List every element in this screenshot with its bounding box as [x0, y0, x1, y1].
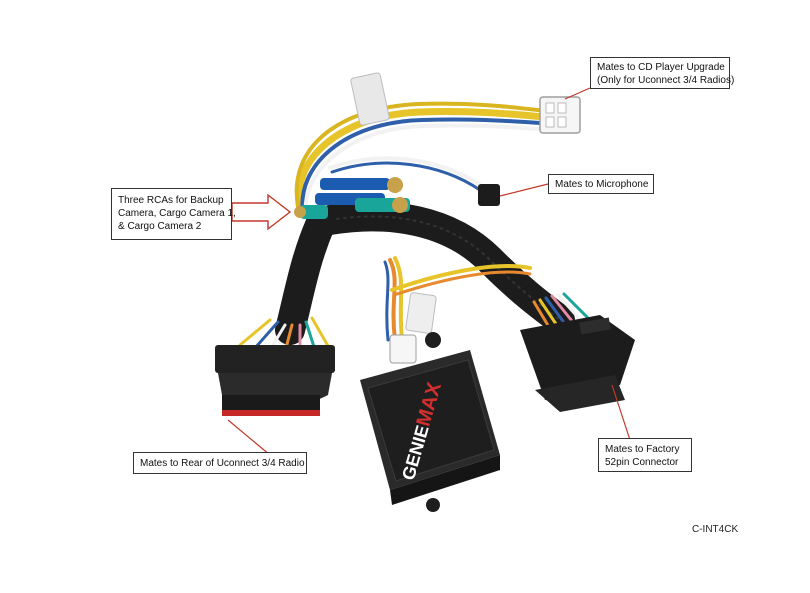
callout-rcas: Three RCAs for Backup Camera, Cargo Came…: [111, 188, 236, 240]
callout-line-factory: [611, 384, 631, 441]
callout-rcas-line1: Three RCAs for Backup: [118, 195, 224, 206]
callout-line-cd: [564, 87, 591, 100]
radio-cable: [275, 210, 335, 345]
callout-microphone: Mates to Microphone: [548, 174, 654, 194]
callout-rear-radio: Mates to Rear of Uconnect 3/4 Radio: [133, 452, 307, 474]
callout-factory-line2: 52pin Connector: [605, 457, 679, 468]
callout-factory: Mates to Factory 52pin Connector: [598, 438, 692, 472]
factory-52pin-connector: [520, 315, 635, 412]
part-number: C-INT4CK: [692, 524, 739, 535]
factory-fanout-wires: [532, 292, 594, 334]
callout-microphone-line1: Mates to Microphone: [555, 179, 649, 190]
cd-label-tag: [350, 72, 390, 126]
rca-arrow-icon: [231, 193, 292, 231]
callout-line-rear-radio: [227, 419, 271, 456]
callout-rcas-line2: Camera, Cargo Camera 1,: [118, 208, 236, 219]
module-connector: [389, 334, 417, 364]
callout-cd-player: Mates to CD Player Upgrade (Only for Uco…: [590, 57, 735, 89]
callout-rear-radio-line1: Mates to Rear of Uconnect 3/4 Radio: [140, 458, 305, 469]
microphone-harness: [328, 156, 482, 192]
cd-player-harness: [294, 101, 559, 220]
callout-lines: [227, 87, 631, 456]
callout-cd-player-line2: (Only for Uconnect 3/4 Radios): [597, 75, 735, 86]
callout-rcas-line3: & Cargo Camera 2: [118, 221, 202, 232]
callout-cd-player-line1: Mates to CD Player Upgrade: [597, 62, 725, 73]
callout-line-microphone: [499, 183, 549, 197]
callout-factory-line1: Mates to Factory: [605, 444, 680, 455]
geniemax-module: [360, 332, 500, 512]
module-wires: [383, 256, 532, 342]
module-label-tag: [405, 292, 437, 334]
cd-player-connector: [539, 96, 581, 134]
rear-radio-connector: [215, 345, 335, 416]
rca-connectors: [294, 177, 410, 219]
microphone-connector: [478, 184, 500, 206]
factory-cable: [315, 201, 575, 335]
